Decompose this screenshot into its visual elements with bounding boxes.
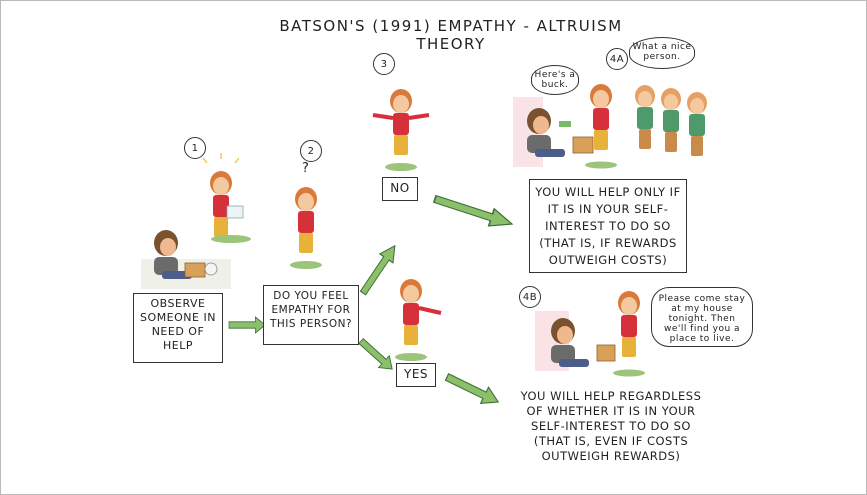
observe-box: OBSERVE SOMEONE IN NEED OF HELP xyxy=(133,293,223,363)
arrow-empathy-to-yes xyxy=(355,334,399,376)
result-b-line-5: OUTWEIGH REWARDS) xyxy=(541,449,681,463)
result-a-line-3: INTEREST TO DO SO xyxy=(545,219,671,233)
result-b-line-2: OF WHETHER IT IS IN YOUR xyxy=(526,404,696,418)
scene-4b xyxy=(535,291,645,377)
result-b-line-3: SELF-INTEREST TO DO SO xyxy=(531,419,691,433)
result-altruism-text: YOU WILL HELP REGARDLESS OF WHETHER IT I… xyxy=(513,389,709,464)
empathy-question-box: DO YOU FEEL EMPATHY FOR THIS PERSON? xyxy=(263,285,359,345)
arrow-empathy-to-no xyxy=(355,240,403,299)
observe-line-3: NEED OF xyxy=(151,325,205,338)
result-self-interest-box: YOU WILL HELP ONLY IF IT IS IN YOUR SELF… xyxy=(529,179,687,273)
speech-bubble-nice-person: What a nice person. xyxy=(629,37,695,69)
result-b-line-1: YOU WILL HELP REGARDLESS xyxy=(520,389,702,403)
scene-no xyxy=(373,89,429,171)
step-2-marker: 2 xyxy=(300,140,322,162)
yes-label: YES xyxy=(396,363,436,387)
result-a-line-2: IT IS IN YOUR SELF- xyxy=(547,202,669,216)
arrow-observe-to-empathy xyxy=(228,316,266,334)
speech-bubble-come-stay: Please come stay at my house tonight. Th… xyxy=(651,287,753,347)
observe-line-4: HELP xyxy=(163,339,193,352)
empathy-line-2: EMPATHY FOR xyxy=(271,304,351,316)
step-4b-marker: 4b xyxy=(519,286,541,308)
result-a-line-1: YOU WILL HELP ONLY IF xyxy=(535,185,681,199)
step-1-marker: 1 xyxy=(184,137,206,159)
scene-thinking xyxy=(290,187,322,269)
diagram-title: BATSON'S (1991) EMPATHY - ALTRUISM THEOR… xyxy=(279,17,623,53)
result-a-line-4: (THAT IS, IF REWARDS xyxy=(539,236,677,250)
scene-observe xyxy=(141,153,251,289)
speech-bubble-heres-a-buck: Here's a buck. xyxy=(531,65,579,95)
result-a-line-5: OUTWEIGH COSTS) xyxy=(548,253,668,267)
empathy-line-3: THIS PERSON? xyxy=(269,318,353,330)
step-3-marker: 3 xyxy=(373,53,395,75)
scene-4a xyxy=(513,84,707,169)
arrow-no-to-result xyxy=(431,189,516,234)
step-4a-marker: 4a xyxy=(606,48,628,70)
observe-line-1: OBSERVE xyxy=(150,297,206,310)
no-label: NO xyxy=(382,177,418,201)
result-b-line-4: (THAT IS, EVEN IF COSTS xyxy=(533,434,689,448)
arrow-yes-to-result xyxy=(442,368,503,411)
scene-yes xyxy=(395,279,442,361)
observe-line-2: SOMEONE IN xyxy=(140,311,216,324)
empathy-line-1: DO YOU FEEL xyxy=(273,290,349,302)
question-mark: ? xyxy=(302,161,310,176)
